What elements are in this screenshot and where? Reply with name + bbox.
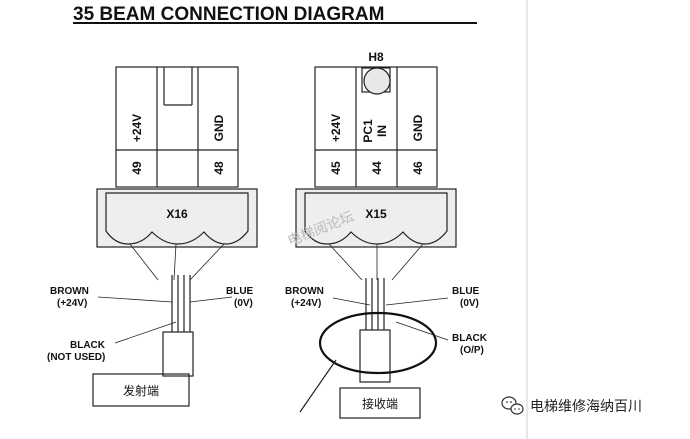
wire-blue-value: (0V) (234, 298, 253, 309)
pin-number-45: 45 (329, 161, 343, 175)
connector-x15-label: X15 (365, 207, 387, 221)
pin-number-46: 46 (411, 161, 425, 175)
pin-number-49: 49 (130, 161, 144, 175)
pin-number-48: 48 (212, 161, 226, 175)
receiver-box-label: 接收端 (362, 396, 398, 411)
receiver-box (339, 387, 421, 419)
transmitter-box (92, 373, 190, 407)
wire-black-value: (NOT USED) (47, 352, 105, 363)
wire-blue-value: (0V) (460, 298, 479, 309)
header-h8-label: H8 (368, 50, 384, 64)
wechat-account-name: 电梯维修海纳百川 (530, 399, 642, 415)
sensor-h8-icon (361, 67, 391, 95)
transmitter-box-label: 发射端 (123, 383, 159, 398)
wire-brown-label: BROWN (50, 286, 89, 297)
connector-x15 (295, 188, 457, 281)
receiver-terminal-block (314, 66, 438, 188)
wire-black-label: BLACK (452, 333, 488, 344)
wire-brown-value: (+24V) (57, 298, 87, 309)
pin-label-gnd: GND (212, 114, 226, 141)
receiver-wires (299, 278, 449, 413)
wechat-icon (501, 396, 524, 415)
connector-x16 (96, 188, 258, 281)
wire-blue-label: BLUE (226, 286, 254, 297)
wire-black-label: BLACK (70, 340, 106, 351)
pin-label-24v: +24V (130, 114, 144, 142)
pin-label-gnd: GND (411, 114, 425, 141)
connector-x16-label: X16 (166, 207, 188, 221)
diagram-title: 35 BEAM CONNECTION DIAGRAM (73, 4, 384, 25)
pin-label-in: IN (375, 125, 389, 137)
wire-brown-label: BROWN (285, 286, 324, 297)
pin-label-pc1: PC1 (361, 119, 375, 143)
wire-brown-value: (+24V) (291, 298, 321, 309)
pin-number-44: 44 (370, 161, 384, 175)
transmitter-wires (97, 275, 233, 377)
transmitter-terminal-block (115, 66, 239, 188)
wire-blue-label: BLUE (452, 286, 480, 297)
pin-label-24v: +24V (329, 114, 343, 142)
wire-black-value: (O/P) (460, 345, 484, 356)
